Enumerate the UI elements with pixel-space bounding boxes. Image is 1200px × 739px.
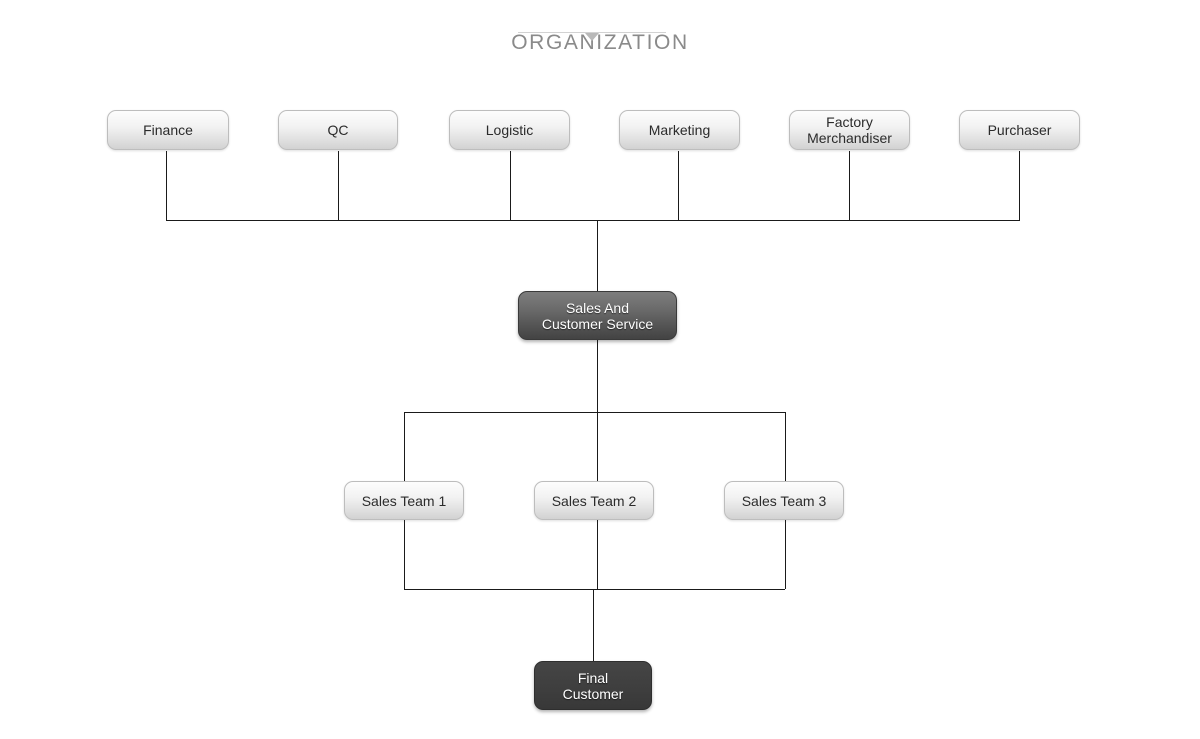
node-finance[interactable]: Finance [107,110,229,150]
triangle-down-icon [585,33,599,41]
node-label: Finance [143,122,193,138]
node-label: Sales Team 2 [551,492,637,509]
node-purchaser[interactable]: Purchaser [959,110,1080,150]
connector-factory-merchandiser-down [849,151,850,220]
page-title: ORGANIZATION [511,31,689,54]
connector-teams-to-final-customer [593,589,594,661]
node-label: Purchaser [987,122,1052,138]
connector-team3-riser-bottom [785,520,786,589]
connector-logistic-down [510,151,511,220]
node-label: Factory Merchandiser [807,114,892,146]
connector-team2-riser-bottom [597,520,598,589]
node-sales-team-1[interactable]: Sales Team 1 [344,481,464,520]
node-qc[interactable]: QC [278,110,398,150]
node-marketing[interactable]: Marketing [619,110,740,150]
node-label: Final Customer [562,669,624,702]
connector-bracket-teams-bottom [404,589,785,590]
node-factory-merchandiser[interactable]: Factory Merchandiser [789,110,910,150]
connector-bus-top [166,220,1020,221]
connector-sales-to-teams [597,340,598,481]
connector-team3-riser-top [785,412,786,481]
node-label: Logistic [485,122,534,138]
node-sales-and-customer-service[interactable]: Sales And Customer Service [518,291,677,340]
connector-team1-riser-bottom [404,520,405,589]
node-label: Sales Team 1 [361,492,447,509]
node-label: QC [327,122,349,138]
connector-finance-down [166,151,167,220]
connector-purchaser-down [1019,151,1020,220]
node-sales-team-3[interactable]: Sales Team 3 [724,481,844,520]
title-divider [518,32,666,33]
node-label: Sales And Customer Service [541,299,654,332]
connector-bus-to-sales [597,220,598,291]
connector-team1-riser-top [404,412,405,481]
node-logistic[interactable]: Logistic [449,110,570,150]
node-label: Sales Team 3 [741,492,827,509]
node-final-customer[interactable]: Final Customer [534,661,652,710]
connector-bracket-teams-top [404,412,785,413]
connector-qc-down [338,151,339,220]
connector-marketing-down [678,151,679,220]
node-sales-team-2[interactable]: Sales Team 2 [534,481,654,520]
node-label: Marketing [648,122,711,138]
chart-title-block: ORGANIZATION [0,30,1200,56]
